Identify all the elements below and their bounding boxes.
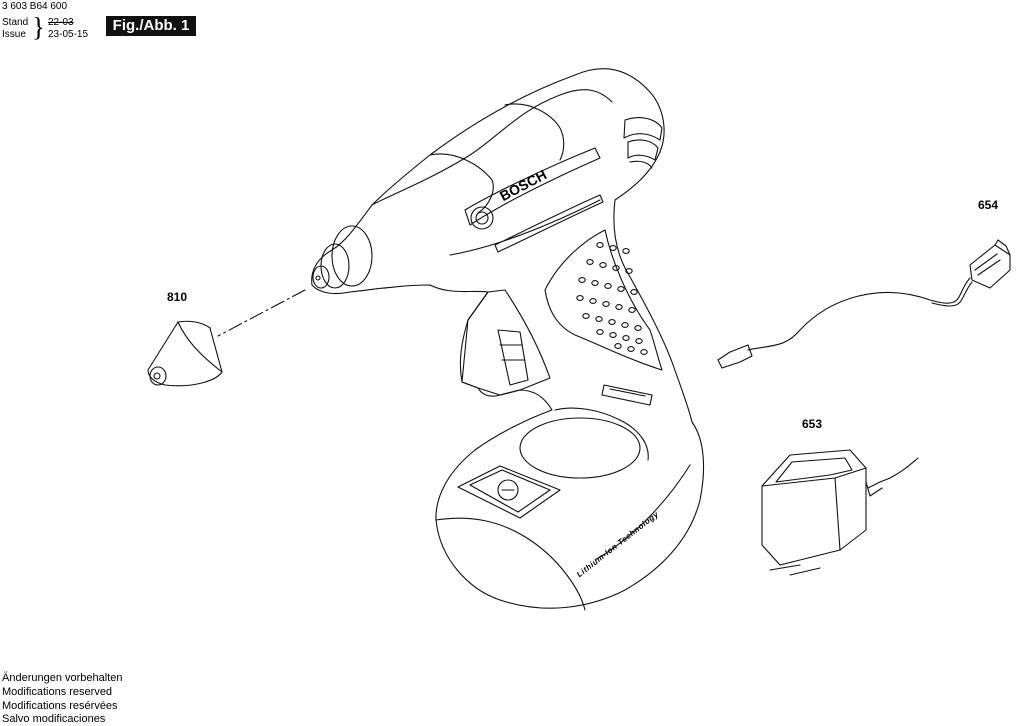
grip-dot bbox=[605, 284, 611, 289]
grip-dot bbox=[609, 320, 615, 325]
figure-label: Fig./Abb. 1 bbox=[106, 16, 196, 36]
footer-line-es: Salvo modificaciones bbox=[2, 713, 106, 725]
explode-line bbox=[218, 290, 305, 336]
charger-653 bbox=[762, 450, 918, 575]
micro-usb-plug bbox=[718, 345, 752, 368]
usb-cable-654 bbox=[718, 240, 1010, 368]
grip-dot bbox=[577, 296, 583, 301]
grip-dot bbox=[597, 243, 603, 248]
grip-dot bbox=[641, 350, 647, 355]
grip-dot bbox=[583, 314, 589, 319]
issue-label: Issue bbox=[2, 29, 26, 40]
trigger bbox=[462, 290, 550, 395]
issue-date: 23-05-15 bbox=[48, 29, 89, 40]
gun-nozzle bbox=[313, 226, 372, 288]
grip-dot bbox=[579, 278, 585, 283]
glue-gun-drawing bbox=[312, 69, 704, 610]
footer-line-de: Änderungen vorbehalten bbox=[2, 672, 123, 684]
grip-dot bbox=[628, 347, 634, 352]
footer-line-en: Modifications reserved bbox=[2, 686, 113, 698]
handle-label-plate bbox=[602, 385, 652, 405]
grip-dot bbox=[600, 263, 606, 268]
grip-dot bbox=[636, 339, 642, 344]
callout-653: 653 bbox=[802, 417, 823, 431]
document-number: 3 603 B64 600 bbox=[2, 1, 68, 12]
grip-dot bbox=[618, 287, 624, 292]
stand-label: Stand bbox=[2, 17, 29, 28]
stand-date: 22-03 bbox=[48, 17, 74, 28]
grip-dot bbox=[622, 323, 628, 328]
rear-cap-vent bbox=[624, 118, 662, 168]
callout-654: 654 bbox=[978, 198, 999, 212]
grip-dot bbox=[596, 317, 602, 322]
grip-dot bbox=[631, 290, 637, 295]
grip-dot bbox=[623, 249, 629, 254]
footer-line-fr: Modifications resérvées bbox=[2, 700, 118, 712]
nozzle-part-810 bbox=[148, 290, 305, 386]
grip-dot bbox=[603, 302, 609, 307]
grip-dot bbox=[635, 326, 641, 331]
grip-dot bbox=[610, 333, 616, 338]
grip-dot bbox=[629, 308, 635, 313]
grip-dot bbox=[587, 260, 593, 265]
grip-dot bbox=[592, 281, 598, 286]
grip-dot bbox=[597, 330, 603, 335]
grip-dot bbox=[616, 305, 622, 310]
callout-810: 810 bbox=[167, 290, 188, 304]
grip-dots bbox=[577, 243, 647, 355]
usb-plug bbox=[970, 240, 1010, 288]
grip-dot bbox=[626, 269, 632, 274]
battery-release-button bbox=[458, 466, 560, 518]
bosch-logo-circle bbox=[471, 207, 493, 229]
grip-dot bbox=[615, 344, 621, 349]
grip-dot bbox=[590, 299, 596, 304]
grip-dot bbox=[623, 336, 629, 341]
header-brace: } bbox=[32, 12, 45, 42]
